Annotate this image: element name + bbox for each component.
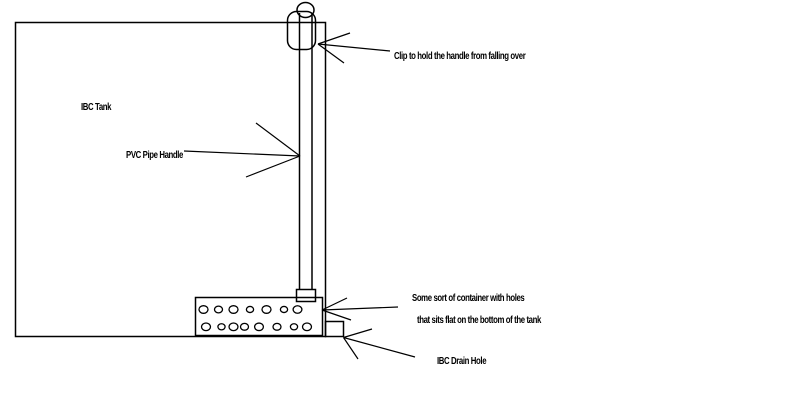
tank-outline — [14, 21, 327, 338]
clip-arrow — [317, 32, 391, 64]
container-arrow — [321, 297, 399, 321]
clip-arrow-shaft — [317, 43, 391, 52]
container-hole — [253, 322, 265, 332]
pipe-arrow — [183, 122, 301, 178]
container-arrow-barb-upper — [321, 297, 348, 311]
drain-arrow-barb-upper — [343, 328, 373, 339]
container-hole — [213, 305, 224, 314]
container-arrow-barb-lower — [321, 309, 352, 321]
pipe-coupling — [295, 288, 317, 303]
pipe-cap-ellipse — [296, 1, 315, 19]
clip-arrow-barb-upper — [317, 32, 351, 45]
clip-outline — [286, 10, 317, 51]
container-label-line1: Some sort of container with holes — [412, 293, 525, 304]
container-hole — [228, 322, 239, 332]
pipe-arrow-shaft — [183, 150, 301, 157]
container-label-line2: that sits flat on the bottom of the tank — [417, 315, 541, 326]
clip-label: Clip to hold the handle from falling ove… — [394, 51, 526, 62]
pipe-label: PVC Pipe Handle — [126, 150, 184, 161]
pipe-arrow-barb-lower — [245, 155, 301, 178]
drain-label: IBC Drain Hole — [437, 356, 487, 367]
container-hole — [292, 305, 303, 314]
container-holes — [198, 305, 313, 332]
container-hole — [289, 323, 299, 331]
drain-arrow-shaft — [343, 336, 416, 358]
drain-arrow-barb-lower — [343, 337, 359, 360]
pvc-pipe — [298, 13, 313, 289]
container-hole — [228, 305, 239, 314]
container-hole — [301, 322, 313, 332]
container-hole — [239, 322, 250, 331]
pipe-arrow-barb-upper — [255, 122, 301, 157]
clip-arrow-barb-lower — [317, 43, 345, 64]
container-hole — [272, 322, 282, 331]
tank-label: IBC Tank — [81, 102, 112, 113]
container-hole — [200, 322, 212, 332]
container-hole — [198, 305, 209, 314]
drain-hole-box — [324, 320, 345, 338]
container-hole — [261, 305, 272, 314]
container-hole — [245, 305, 255, 314]
container-outline — [194, 296, 324, 337]
container-hole — [217, 323, 226, 331]
container-arrow-shaft — [321, 306, 399, 311]
container-hole — [279, 305, 289, 314]
drain-arrow — [343, 328, 416, 360]
